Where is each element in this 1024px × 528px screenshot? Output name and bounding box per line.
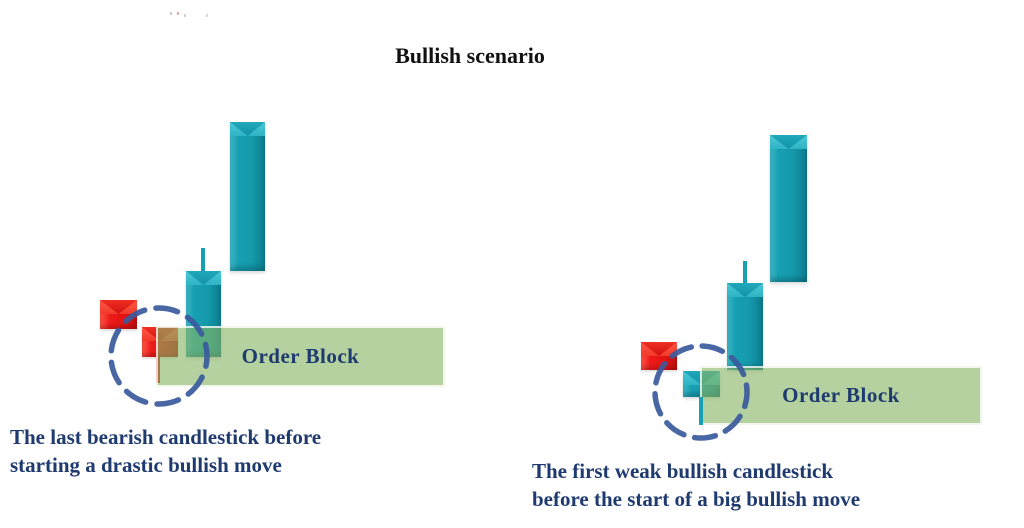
left-caption-line-2: starting a drastic bullish move [10, 453, 282, 477]
right-medium-candle-wick [743, 261, 747, 285]
dashed-circle-icon [108, 305, 210, 407]
right-bullish-candle-large [770, 135, 807, 282]
left-order-block-label: Order Block [241, 344, 360, 368]
right-highlight-circle [649, 340, 753, 444]
page-title: Bullish scenario [395, 43, 545, 68]
right-caption-line-1: The first weak bullish candlestick [532, 459, 834, 483]
left-bullish-candle-large [230, 122, 265, 271]
left-caption-line-1: The last bearish candlestick before [10, 425, 322, 449]
right-caption-line-2: before the start of a big bullish move [532, 487, 861, 511]
dashed-circle-icon [652, 343, 750, 441]
left-medium-candle-wick [201, 248, 205, 273]
left-highlight-circle [103, 300, 215, 412]
right-order-block-zone: Order Block [702, 368, 980, 423]
right-caption: The first weak bullish candlestick befor… [532, 457, 860, 513]
right-order-block-label: Order Block [782, 383, 900, 407]
right-weak-candle-lower-wick [699, 397, 703, 425]
left-caption: The last bearish candlestick before star… [10, 423, 321, 479]
